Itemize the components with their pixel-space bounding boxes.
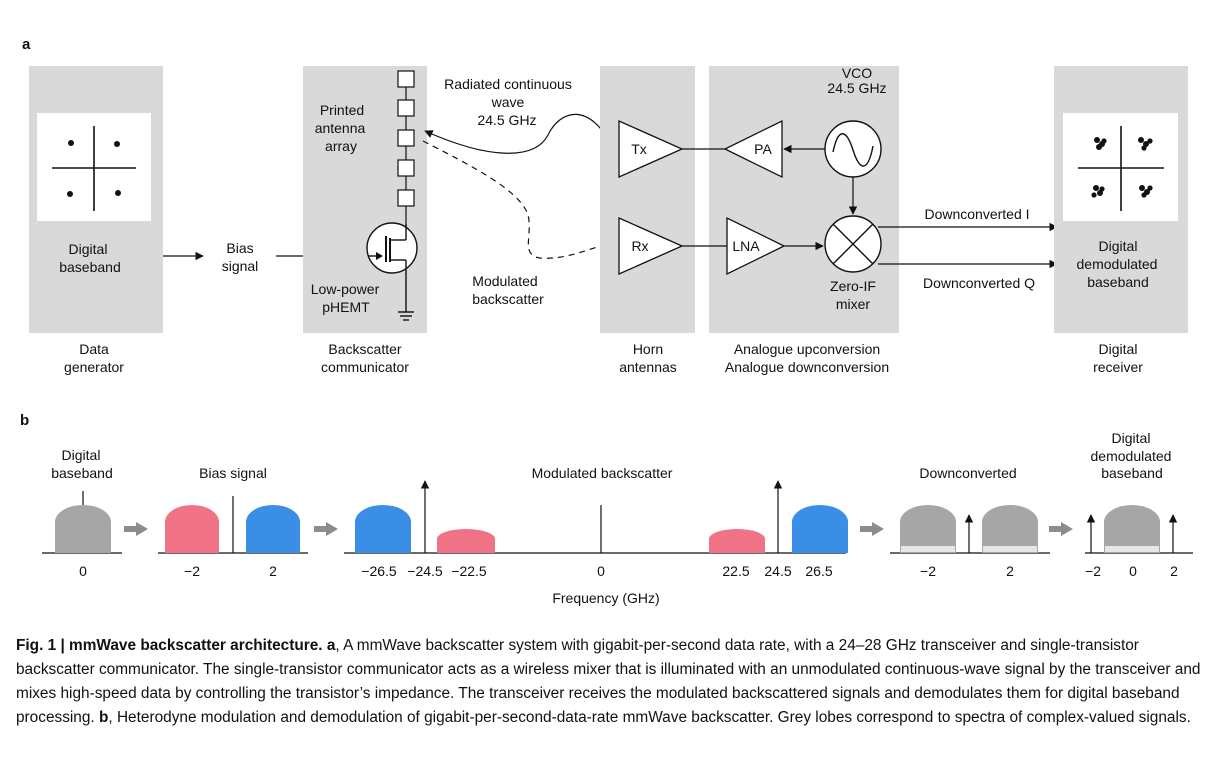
vco-oscillator-icon: [824, 120, 882, 178]
data-generator-caption-2: generator: [64, 359, 124, 375]
figure-caption: Fig. 1 | mmWave backscatter architecture…: [16, 634, 1206, 730]
antenna-label-3: array: [325, 138, 357, 154]
b-tick-g3-1: −24.5: [407, 563, 443, 579]
b-tick-g2-0: −2: [184, 563, 200, 579]
tx-label: Tx: [631, 141, 647, 157]
backscatter-caption-2: communicator: [321, 359, 409, 375]
b-lobe-down-left: [900, 505, 956, 553]
radiated-label-2: wave: [491, 94, 525, 110]
b-downconverted-title: Downconverted: [919, 465, 1016, 481]
bias-label-2: signal: [222, 258, 259, 274]
b-tick-g5-1: 0: [1129, 563, 1137, 579]
b-tick-g3-0: −26.5: [361, 563, 397, 579]
b-demod-title-2: demodulated: [1091, 448, 1172, 464]
horn-antennas-box: [600, 66, 695, 333]
b-lobe-baseband-grey: [55, 505, 111, 553]
bias-label-1: Bias: [226, 240, 253, 256]
b-tick-g3-2: −22.5: [451, 563, 487, 579]
receiver-inner-1: Digital: [1099, 238, 1138, 254]
b-lobe-demod: [1104, 505, 1160, 553]
rx-triangle: [618, 216, 684, 276]
antenna-label-2: antenna: [315, 120, 366, 136]
figure-canvas: a Digital baseband Data generator Bias s…: [20, 36, 1193, 606]
b-tick-g3-3: 0: [597, 563, 605, 579]
b-tick-g3-4: 22.5: [722, 563, 749, 579]
antenna-label-1: Printed: [320, 102, 364, 118]
b-lobe-mod-blue-right: [792, 505, 848, 553]
panel-a-label: a: [22, 36, 31, 53]
b-tick-g3-5: 24.5: [764, 563, 791, 579]
b-bias-title: Bias signal: [199, 465, 267, 481]
lna-label: LNA: [732, 238, 760, 254]
data-generator-caption-1: Data: [79, 341, 109, 357]
lna-triangle: [726, 216, 786, 276]
radiated-wave-path: [424, 113, 615, 154]
phemt-transistor-icon: [366, 222, 418, 321]
b-lobe-mod-blue-left: [355, 505, 411, 553]
panel-b-label: b: [20, 412, 29, 429]
vco-label-2: 24.5 GHz: [827, 80, 886, 96]
b-lobe-down-right: [982, 505, 1038, 553]
digital-baseband-label-1: Digital: [69, 241, 108, 257]
caption-text-1: , A mmWave backscatter system with gigab…: [16, 637, 1201, 726]
b-flow-arrows: [124, 522, 1073, 536]
b-xlabel: Frequency (GHz): [552, 590, 659, 606]
mixer-label-1: Zero-IF: [830, 278, 876, 294]
backscatter-caption-1: Backscatter: [328, 341, 401, 357]
backscatter-wave-path: [422, 140, 612, 259]
phemt-label-2: pHEMT: [322, 299, 370, 315]
b-tick-g5-2: 2: [1170, 563, 1178, 579]
modulated-label-2: backscatter: [472, 291, 544, 307]
caption-bold: Fig. 1 | mmWave backscatter architecture…: [16, 637, 336, 654]
receiver-caption-2: receiver: [1093, 359, 1143, 375]
tx-triangle: [618, 119, 684, 179]
b-demod-title-3: baseband: [1101, 465, 1163, 481]
zero-if-mixer-icon: [824, 215, 882, 273]
caption-text-2: , Heterodyne modulation and demodulation…: [108, 709, 1191, 726]
analogue-caption-2: Analogue downconversion: [725, 359, 889, 375]
b-lobe-bias-blue: [246, 505, 300, 553]
b-tick-g4-0: −2: [920, 563, 936, 579]
b-lobe-bias-pink: [165, 505, 219, 553]
downconverted-i-label: Downconverted I: [924, 206, 1029, 222]
pa-label: PA: [754, 141, 772, 157]
radiated-label-3: 24.5 GHz: [477, 112, 536, 128]
horn-caption-2: antennas: [619, 359, 677, 375]
b-demod-title-1: Digital: [1112, 430, 1151, 446]
caption-bold-b: b: [98, 709, 109, 726]
b-tick-g2-1: 2: [269, 563, 277, 579]
b-tick-g5-0: −2: [1085, 563, 1101, 579]
receiver-inner-2: demodulated: [1077, 256, 1158, 272]
rx-label: Rx: [631, 238, 648, 254]
pa-triangle: [723, 119, 783, 179]
b-baseband-title-2: baseband: [51, 465, 113, 481]
b-baseband-title-1: Digital: [62, 447, 101, 463]
mixer-label-2: mixer: [836, 296, 871, 312]
b-tick-g3-6: 26.5: [805, 563, 832, 579]
analogue-box: [709, 66, 899, 333]
b-lobe-mod-pink-left: [437, 529, 495, 553]
analogue-caption-1: Analogue upconversion: [734, 341, 880, 357]
phemt-label-1: Low-power: [311, 281, 380, 297]
radiated-label-1: Radiated continuous: [444, 76, 572, 92]
horn-caption-1: Horn: [633, 341, 663, 357]
receiver-caption-1: Digital: [1099, 341, 1138, 357]
b-modulated-title: Modulated backscatter: [532, 465, 673, 481]
b-tick-g1-0: 0: [79, 563, 87, 579]
b-lobe-mod-pink-right: [709, 529, 765, 553]
modulated-label-1: Modulated: [472, 273, 537, 289]
digital-baseband-label-2: baseband: [59, 259, 121, 275]
receiver-inner-3: baseband: [1087, 274, 1149, 290]
vco-label-1: VCO: [842, 65, 872, 81]
downconverted-q-label: Downconverted Q: [923, 275, 1035, 291]
b-tick-g4-1: 2: [1006, 563, 1014, 579]
